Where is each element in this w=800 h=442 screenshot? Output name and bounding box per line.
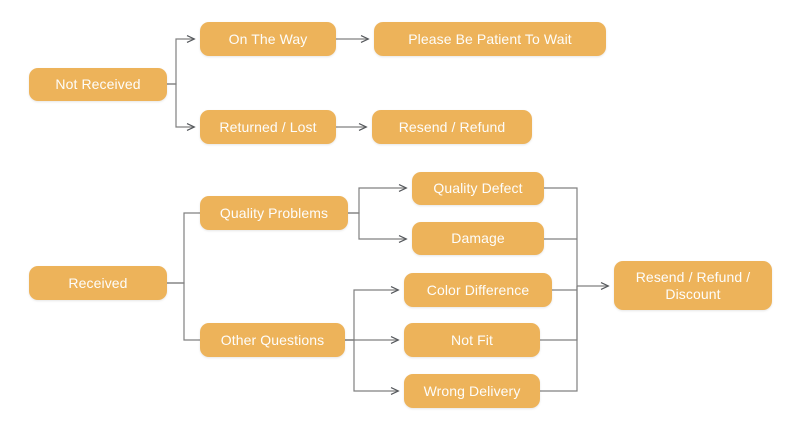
node-label-quality-problems: Quality Problems: [219, 204, 329, 221]
node-other-questions[interactable]: Other Questions: [200, 323, 345, 357]
node-wrong-delivery[interactable]: Wrong Delivery: [404, 374, 540, 408]
node-damage[interactable]: Damage: [412, 222, 544, 255]
node-label-received: Received: [68, 274, 128, 291]
edge-received-to-other-questions: [167, 282, 200, 341]
node-received[interactable]: Received: [29, 266, 167, 300]
edge-quality-problems-to-damage: [348, 212, 406, 239]
node-label-not-fit: Not Fit: [451, 331, 493, 348]
node-not-fit[interactable]: Not Fit: [404, 323, 540, 357]
edge-received-to-quality-problems: [167, 212, 200, 284]
node-label-color-difference: Color Difference: [426, 281, 530, 298]
node-label-wrong-delivery: Wrong Delivery: [423, 382, 521, 399]
node-please-be-patient-to-wait[interactable]: Please Be Patient To Wait: [374, 22, 606, 56]
edge-other-questions-to-color-difference: [345, 290, 398, 341]
node-resend-refund-discount[interactable]: Resend / Refund / Discount: [614, 261, 772, 310]
node-color-difference[interactable]: Color Difference: [404, 273, 552, 307]
node-label-on-the-way: On The Way: [228, 30, 308, 47]
node-label-please-be-patient-to-wait: Please Be Patient To Wait: [408, 30, 572, 47]
edge-other-questions-to-wrong-delivery: [345, 339, 398, 391]
node-label-damage: Damage: [451, 230, 505, 247]
edge-not-received-to-on-the-way: [167, 39, 194, 85]
node-label-returned-lost: Returned / Lost: [219, 118, 317, 135]
node-label-not-received: Not Received: [55, 76, 141, 93]
node-on-the-way[interactable]: On The Way: [200, 22, 336, 56]
node-label-other-questions: Other Questions: [220, 331, 325, 348]
node-label-quality-defect: Quality Defect: [433, 180, 523, 197]
edge-not-received-to-returned-lost: [167, 83, 194, 127]
node-quality-defect[interactable]: Quality Defect: [412, 172, 544, 205]
node-quality-problems[interactable]: Quality Problems: [200, 196, 348, 230]
node-resend-refund[interactable]: Resend / Refund: [372, 110, 532, 144]
node-returned-lost[interactable]: Returned / Lost: [200, 110, 336, 144]
edge-quality-defect-to-final: [544, 187, 578, 286]
node-not-received[interactable]: Not Received: [29, 68, 167, 101]
node-label-resend-refund-discount: Resend / Refund / Discount: [635, 268, 751, 302]
node-label-resend-refund: Resend / Refund: [398, 118, 506, 135]
edge-quality-problems-to-quality-defect: [348, 188, 406, 214]
